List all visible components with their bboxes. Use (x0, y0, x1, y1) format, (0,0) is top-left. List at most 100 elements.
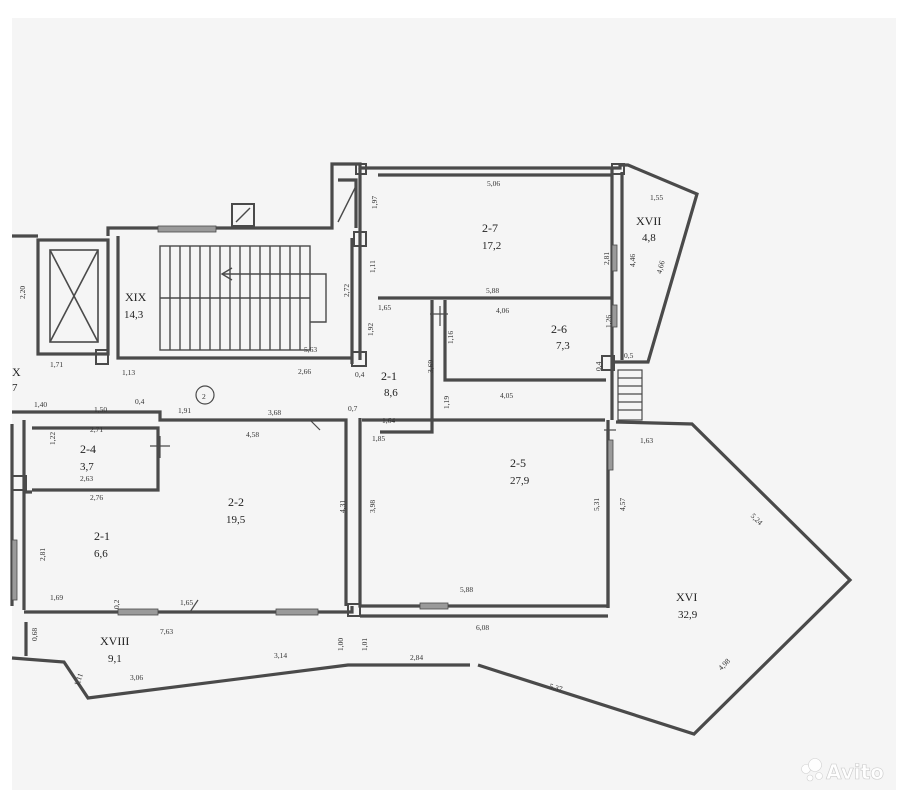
window-2-7 (611, 244, 618, 272)
dim-label: 1,85 (372, 434, 385, 443)
stair-treads (159, 245, 327, 351)
ventilation-shaft-line (337, 185, 357, 223)
dim-label: 2,66 (298, 367, 311, 376)
dim-label: 2,71 (90, 425, 103, 434)
dim-label: 5,63 (304, 345, 317, 354)
wall-balcony-xvi (477, 420, 853, 736)
room-2-5-code: 2-5 (510, 456, 526, 470)
room-xviii-area: 9,1 (108, 653, 122, 665)
room-2-1a-area: 8,6 (384, 387, 398, 399)
wall-xix-north-a (106, 226, 158, 236)
window-2-1 (11, 539, 18, 601)
wall-xix-north-b (216, 218, 334, 230)
dim-label: 4,57 (618, 498, 627, 511)
room-2-5-area: 27,9 (510, 475, 530, 487)
dim-label: 2,84 (410, 653, 423, 662)
dim-label: 2,72 (342, 284, 351, 297)
elevator-shaft (36, 238, 110, 356)
dim-label: 5,06 (487, 179, 500, 188)
dim-label: 2,81 (602, 252, 611, 265)
columns (11, 163, 625, 617)
chimney-box (231, 203, 255, 227)
dim-label: 1,50 (94, 405, 107, 414)
dim-label: 1,97 (370, 196, 379, 209)
room-xvii-code: XVII (636, 214, 661, 228)
dim-label: 5,31 (592, 498, 601, 511)
dim-label: 1,19 (442, 396, 451, 409)
dim-label: 5,88 (486, 286, 499, 295)
room-2-6-area: 7,3 (556, 340, 570, 352)
dim-label: 0,4 (594, 361, 603, 371)
dim-label: 2 (202, 392, 206, 401)
dim-label: 0,4 (355, 370, 365, 379)
dim-label: 4,06 (496, 306, 509, 315)
dim-label: 1,26 (604, 315, 613, 328)
stair-arrow-icon (220, 267, 310, 281)
dim-label: 1,11 (72, 672, 85, 687)
dim-label: 3,06 (130, 673, 143, 682)
dim-label: 4,66 (655, 259, 667, 274)
dim-label: 4,58 (246, 430, 259, 439)
wall-balcony-xviii (11, 656, 470, 700)
room-2-1a-code: 2-1 (381, 369, 397, 383)
dim-label: 5,88 (460, 585, 473, 594)
dim-label: 1,69 (50, 593, 63, 602)
dim-label: 0,4 (135, 397, 145, 406)
dim-label: 3,68 (268, 408, 281, 417)
dim-label: 1,64 (382, 416, 395, 425)
door-marks (150, 306, 616, 613)
wall-outer-north (330, 162, 699, 364)
elevator-cross-icon (49, 249, 99, 343)
dim-label: 3,98 (368, 500, 377, 513)
dim-label: 1,01 (360, 638, 369, 651)
dim-label: 2,76 (90, 493, 103, 502)
dim-label: 0,5 (624, 351, 634, 360)
dim-label: 1,65 (378, 303, 391, 312)
room-xvi-code: XVI (676, 590, 697, 604)
walls (10, 162, 853, 736)
room-xviii-code: XVIII (100, 634, 129, 648)
room-2-4-code: 2-4 (80, 442, 96, 456)
wall-corridor-south (12, 410, 348, 606)
dim-label: 2,63 (80, 474, 93, 483)
watermark: Avito (801, 758, 884, 784)
room-2-4-area: 3,7 (80, 461, 94, 473)
room-xvi-area: 32,9 (678, 609, 698, 621)
room-2-1b-area: 6,6 (94, 548, 108, 560)
dim-label: 6,08 (476, 623, 489, 632)
room-2-2-code: 2-2 (228, 495, 244, 509)
dim-label: 1,00 (336, 638, 345, 651)
dim-label: 1,13 (122, 368, 135, 377)
room-2-7-area: 17,2 (482, 240, 501, 252)
room-xvii-area: 4,8 (642, 232, 656, 244)
dim-label: 0,2 (112, 599, 121, 609)
wall-xix-south (116, 236, 352, 360)
dimension-labels: 5,06 1,97 1,55 2,81 4,46 4,66 5,88 1,65 … (12, 179, 765, 694)
wall-2-6-south (443, 300, 606, 382)
window-2-5 (607, 439, 614, 471)
dim-label: 1,55 (650, 193, 663, 202)
dim-label: 1,63 (640, 436, 653, 445)
dim-label: 5,37 (548, 682, 563, 694)
dim-label: 1,16 (446, 331, 455, 344)
window-2-2-b (275, 608, 319, 616)
dim-label: 0,68 (30, 628, 39, 641)
dim-label: 1,71 (50, 360, 63, 369)
window-stair (157, 225, 217, 233)
balcony-steps (617, 369, 643, 421)
dim-label: 1,91 (178, 406, 191, 415)
room-xix-code: XIX (125, 290, 147, 304)
round-column (195, 385, 215, 405)
dim-label: 1,65 (180, 598, 193, 607)
dim-label: 4,46 (628, 254, 637, 267)
dim-label: 1,92 (366, 323, 375, 336)
room-x-area-partial: 7 (12, 382, 18, 394)
window-2-5-south (419, 602, 449, 610)
avito-logo-icon (801, 758, 823, 782)
dim-label: 4,05 (500, 391, 513, 400)
paper-sheet (12, 18, 896, 790)
room-x-code-partial: X (12, 365, 21, 379)
window-2-6 (611, 304, 618, 328)
room-labels: 2-7 17,2 2-6 7,3 2-1 8,6 2-5 27,9 2-2 19… (80, 214, 698, 665)
